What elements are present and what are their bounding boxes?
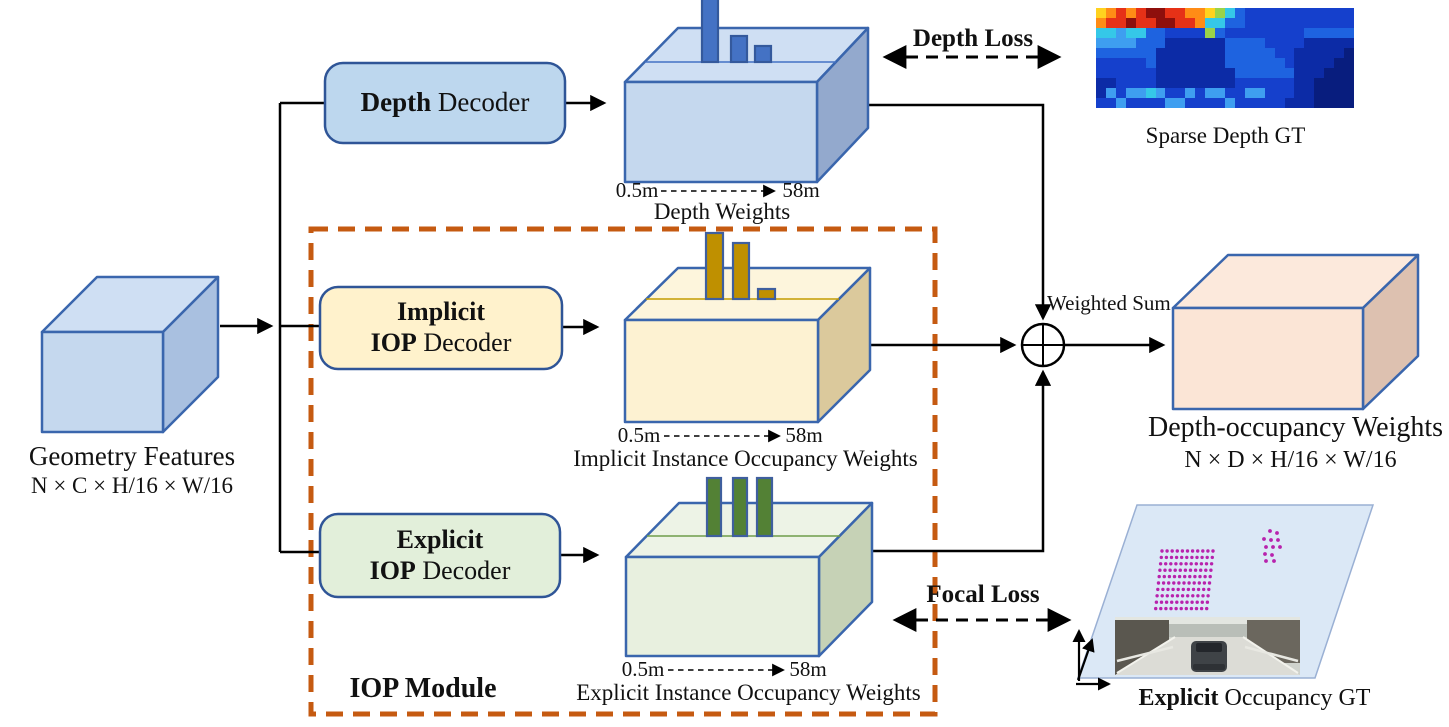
road-photo — [1115, 617, 1300, 675]
depth-range-end: 58m — [782, 178, 820, 202]
sparse-depth-gt-label: Sparse Depth GT — [1145, 123, 1306, 148]
depth-decoder-label: Depth Decoder — [360, 87, 530, 118]
depth-weights-label: Depth Weights — [653, 199, 791, 224]
explicit-weights-label: Explicit Instance Occupancy Weights — [576, 680, 921, 705]
implicit-iop-decoder-box — [318, 285, 564, 371]
sparse-depth-gt-image — [1096, 8, 1354, 108]
output-weights-dims: N × D × H/16 × W/16 — [1184, 447, 1397, 473]
connector-lines — [220, 94, 1166, 564]
output-weights-label: Depth-occupancy Weights — [1148, 412, 1444, 443]
implicit-iop-decoder-label: Implicit IOP Decoder — [370, 297, 512, 357]
implicit-weights-box — [623, 266, 872, 424]
depth-range-start: 0.5m — [615, 178, 659, 202]
explicit-weights-box — [624, 501, 874, 658]
focal-loss-label: Focal Loss — [926, 581, 1040, 608]
explicit-range-end: 58m — [789, 657, 827, 681]
implicit-weights-label: Implicit Instance Occupancy Weights — [573, 446, 918, 471]
depth-weight-bars — [700, 0, 773, 64]
weighted-sum-node — [1020, 322, 1066, 368]
depth-occupancy-weights-box — [1171, 253, 1420, 411]
explicit-iop-decoder-box — [318, 512, 562, 599]
depth-range-arrows — [661, 184, 785, 677]
geometry-features-label: Geometry Features — [28, 441, 236, 471]
depth-decoder-box — [323, 61, 567, 145]
depth-loss-label: Depth Loss — [912, 25, 1034, 52]
weighted-sum-label: Weighted Sum — [1047, 291, 1171, 315]
geometry-features-cube — [40, 275, 220, 434]
axis-icon — [1072, 629, 1111, 691]
depth-weights-box — [623, 26, 870, 184]
geometry-features-dims: N × C × H/16 × W/16 — [30, 473, 234, 498]
implicit-range-end: 58m — [785, 423, 823, 447]
implicit-weight-bars — [704, 231, 777, 301]
explicit-weight-bars — [705, 476, 774, 538]
implicit-range-start: 0.5m — [617, 423, 661, 447]
iop-module-dashed-border — [308, 226, 938, 717]
explicit-occupancy-gt-label: Explicit Occupancy GT — [1138, 685, 1371, 711]
occupancy-voxel-dots — [1154, 529, 1282, 611]
iop-module-label: IOP Module — [349, 673, 497, 704]
explicit-iop-decoder-label: Explicit IOP Decoder — [369, 524, 511, 585]
explicit-range-start: 0.5m — [621, 657, 665, 681]
